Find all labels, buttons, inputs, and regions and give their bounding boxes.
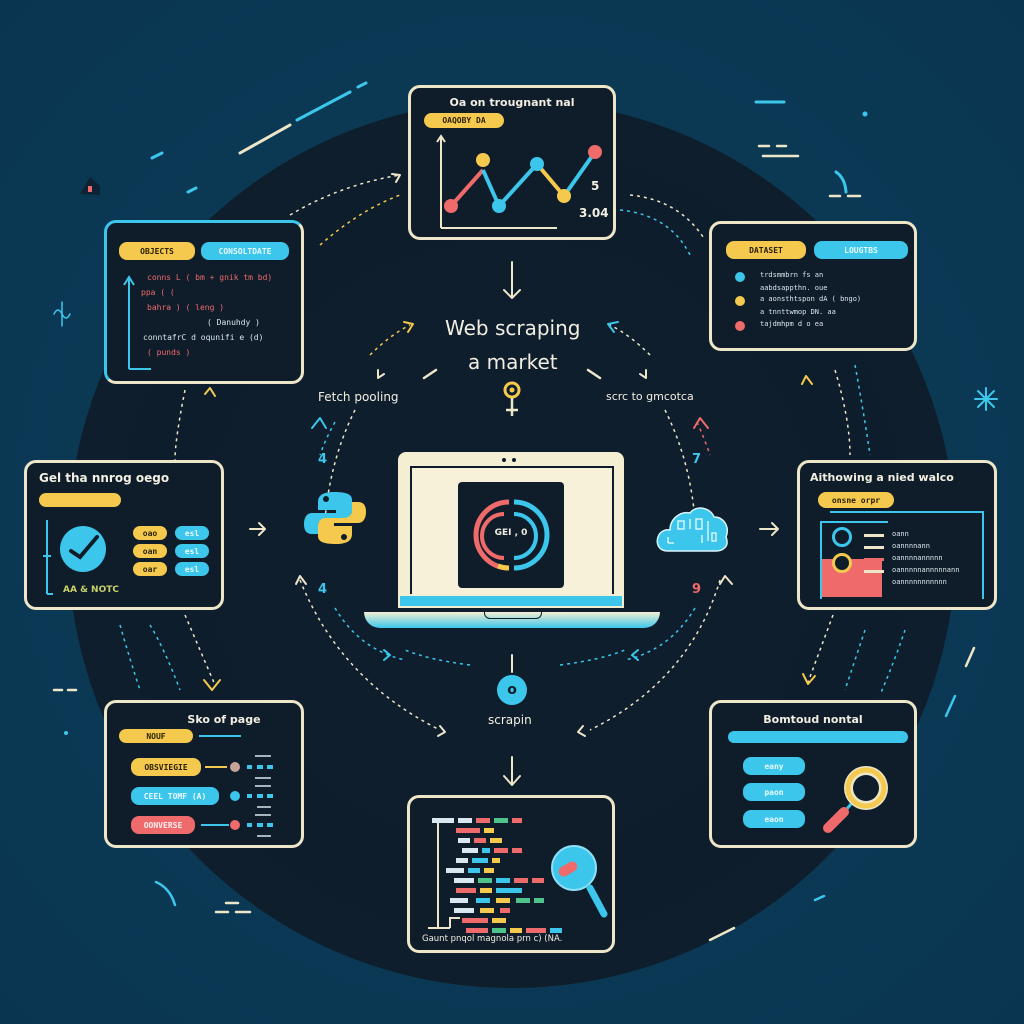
- step-number: 4: [318, 452, 328, 467]
- code-line: ppa ( (: [141, 288, 175, 297]
- code-block: [428, 818, 562, 933]
- option-button[interactable]: oar: [133, 562, 167, 576]
- card-title: Bomtoud nontal: [763, 713, 863, 726]
- status-dot-yellow: [735, 296, 745, 306]
- card-title: Oa on trougnant nal: [449, 96, 575, 109]
- option-button[interactable]: esl: [175, 526, 209, 540]
- list-text: aabdsappthn. oue: [760, 284, 828, 292]
- pipeline-pill[interactable]: NOUF: [119, 729, 193, 743]
- logs-tab[interactable]: LOUGTBS: [814, 241, 908, 259]
- red-highlight: [822, 559, 882, 597]
- screen-readout: GEI , 0: [494, 528, 528, 538]
- card-dataset[interactable]: DATASET LOUGTBS trdsmmbrn fs an aabdsapp…: [709, 221, 917, 351]
- objects-tab[interactable]: OBJECTS: [119, 242, 195, 260]
- fetch-pooling-label: Fetch pooling: [318, 390, 399, 404]
- magnifier-icon: [823, 766, 888, 833]
- card-footer: AA & NOTC: [63, 585, 119, 595]
- list-text: a aonsthtspon dA ( bngo): [760, 295, 862, 303]
- donut-chart-icon: [473, 499, 550, 571]
- card-title: Aithowing a nied walco: [810, 471, 954, 484]
- pill-connector: [199, 735, 241, 737]
- avatar-cyan: [832, 527, 852, 547]
- gauge-check-icon: [60, 526, 106, 572]
- chart-value: 5: [591, 179, 600, 193]
- card-title: Gel tha nnrog oego: [39, 471, 170, 485]
- connector-nodes: [201, 755, 273, 837]
- code-line: conntafrC d oqunifi e (d): [143, 333, 264, 342]
- house-icon: [80, 177, 100, 195]
- list-line: [864, 546, 884, 549]
- code-line: ( punds ): [147, 348, 191, 357]
- list-text: trdsmmbrn fs an: [760, 271, 824, 279]
- status-dot-red: [735, 321, 745, 331]
- pipeline-pill[interactable]: OBSVIEGIE: [131, 758, 201, 776]
- list-line: [864, 534, 884, 537]
- magnifier-icon: [551, 845, 608, 918]
- scrape-to-generate-label: scrc to gmcotca: [606, 390, 694, 403]
- search-bar[interactable]: [728, 731, 908, 743]
- option-button[interactable]: esl: [175, 544, 209, 558]
- up-arrow-icon: [123, 275, 151, 370]
- card-allowing-list[interactable]: Aithowing a nied walco onsne orpr oann o…: [797, 460, 997, 610]
- card-line-chart[interactable]: Oa on trougnant nal OAQOBY DA 5 3.04: [408, 85, 616, 240]
- scraping-label: scrapin: [488, 713, 532, 727]
- avatar-yellow: [832, 553, 852, 573]
- consolidate-tab[interactable]: CONSOLTDATE: [201, 242, 289, 260]
- step-number: 7: [692, 452, 702, 467]
- scraping-node[interactable]: o: [497, 675, 527, 705]
- status-dot-cyan: [735, 272, 745, 282]
- pin-icon: [503, 381, 521, 416]
- pipeline-pill[interactable]: OONVERSE: [131, 816, 195, 834]
- list-line: [864, 570, 884, 573]
- card-badge: OAQOBY DA: [424, 113, 504, 128]
- option-button[interactable]: oan: [133, 544, 167, 558]
- step-number: 4: [318, 582, 328, 597]
- card-code-inspect[interactable]: Gaunt pnqol magnola prn c) (NA.: [407, 795, 615, 953]
- list-frame-inner: [820, 521, 888, 599]
- node-glyph: o: [507, 682, 517, 698]
- step-number: 9: [692, 582, 702, 597]
- laptop-base: [364, 612, 660, 628]
- filter-button[interactable]: eany: [743, 757, 805, 775]
- diagram-title-line1: Web scraping: [445, 316, 581, 340]
- diagram-title-line2: a market: [468, 350, 558, 374]
- card-footer: Gaunt pnqol magnola prn c) (NA.: [422, 934, 563, 944]
- dataset-tab[interactable]: DATASET: [726, 241, 806, 259]
- list-item: oannnnannnnn: [892, 554, 943, 562]
- cloud-icon: [656, 507, 728, 552]
- list-text: a tnnttwmop DN. aa: [760, 308, 836, 316]
- chart-value: 3.04: [579, 206, 609, 220]
- list-text: tajdmhpm d o ea: [760, 320, 824, 328]
- webcam-icon: [512, 458, 516, 462]
- filter-button[interactable]: paon: [743, 783, 805, 801]
- code-line: conns L ( bm + gnik tm bd): [147, 273, 273, 282]
- pipeline-pill[interactable]: CEEL TOMF (A): [131, 787, 219, 805]
- list-item: oannnnnnnnnnn: [892, 578, 947, 586]
- code-line: ( Danuhdy ): [207, 318, 260, 327]
- code-line: bahra ) ( leng ): [147, 303, 225, 312]
- card-title: Sko of page: [187, 713, 261, 726]
- card-get-range[interactable]: Gel tha nnrog oego oao oan oar esl esl e…: [24, 460, 224, 610]
- python-logo-icon: [304, 492, 366, 544]
- option-button[interactable]: esl: [175, 562, 209, 576]
- filter-button[interactable]: eaon: [743, 810, 805, 828]
- list-item: oann: [892, 530, 909, 538]
- card-skeleton-page[interactable]: Sko of page NOUF OBSVIEGIE CEEL TOMF (A)…: [104, 700, 304, 848]
- progress-bar: [39, 493, 121, 507]
- list-item: oannnnann: [892, 542, 930, 550]
- option-button[interactable]: oao: [133, 526, 167, 540]
- sparkle-icon: [974, 387, 998, 411]
- list-frame: [830, 511, 984, 599]
- card-badge: onsne orpr: [818, 492, 894, 508]
- webcam-icon: [502, 458, 506, 462]
- card-code-objects[interactable]: OBJECTS CONSOLTDATE conns L ( bm + gnik …: [104, 220, 304, 384]
- card-search-panel[interactable]: Bomtoud nontal eany paon eaon: [709, 700, 917, 848]
- list-line: [864, 558, 884, 561]
- line-chart: [436, 134, 602, 229]
- laptop: GEI , 0: [398, 452, 624, 612]
- bracket-line: [43, 520, 53, 595]
- list-item: oannnnnannnnnann: [892, 566, 960, 574]
- laptop-notch: [484, 612, 542, 619]
- laptop-screen: GEI , 0: [458, 482, 564, 588]
